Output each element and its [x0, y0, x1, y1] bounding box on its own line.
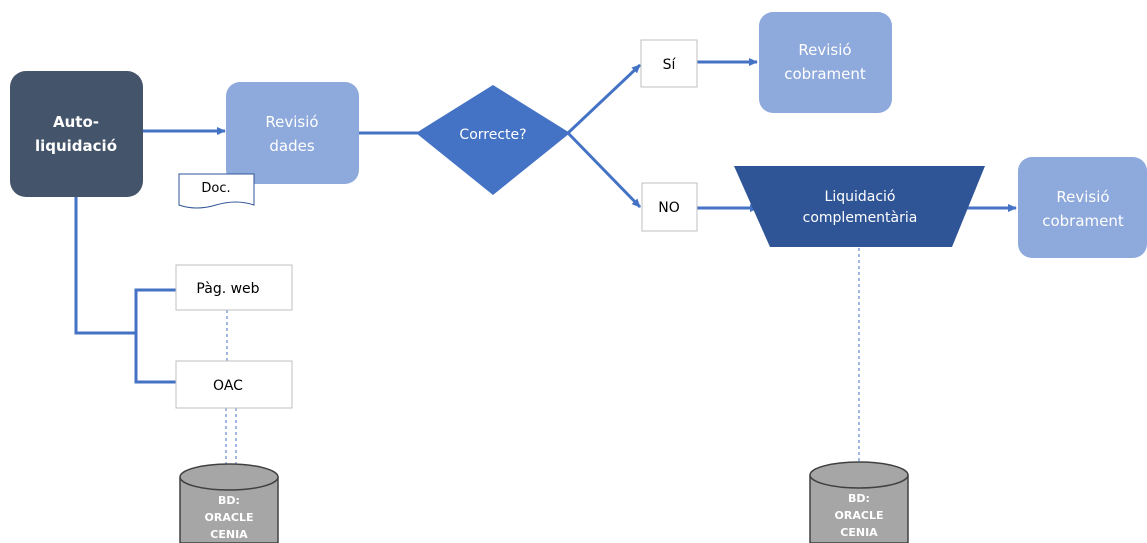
pag-web-label: Pàg. web	[196, 281, 259, 297]
connectors	[74, 58, 1017, 384]
bracket-channels	[134, 288, 176, 384]
db-left-label-3: CENIA	[210, 528, 248, 541]
liquidacio-complementaria-node: Liquidació complementària	[734, 166, 985, 247]
db-right-label-2: ORACLE	[835, 509, 884, 522]
revisio-cobrament-1-label-1: Revisió	[798, 41, 851, 59]
revisio-dades-label-1: Revisió	[265, 113, 318, 131]
db-right-label-3: CENIA	[840, 526, 878, 539]
autoliquidacio-node: Auto- liquidació	[10, 71, 143, 197]
autoliquidacio-label-1: Auto-	[53, 113, 99, 131]
doc-label: Doc.	[201, 181, 230, 196]
no-node: NO	[641, 182, 698, 232]
si-label: Sí	[663, 57, 677, 73]
liquidacio-label-1: Liquidació	[825, 189, 896, 205]
no-label: NO	[658, 200, 680, 216]
revisio-cobrament-1-label-2: cobrament	[784, 65, 866, 83]
si-node: Sí	[640, 39, 698, 88]
liquidacio-label-2: complementària	[803, 210, 918, 226]
revisio-dades-node: Revisió dades	[226, 82, 359, 184]
revisio-cobrament-2-label-2: cobrament	[1042, 212, 1124, 230]
dashed-connectors	[225, 248, 860, 468]
revisio-cobrament-2-label-1: Revisió	[1056, 188, 1109, 206]
pag-web-node: Pàg. web	[175, 264, 293, 311]
database-icon-left: BD: ORACLE CENIA	[179, 463, 279, 543]
db-right-label-1: BD:	[848, 492, 870, 505]
oac-node: OAC	[175, 360, 293, 409]
revisio-cobrament-node-2: Revisió cobrament	[1018, 157, 1147, 258]
revisio-dades-label-2: dades	[269, 137, 314, 155]
db-left-label-2: ORACLE	[205, 511, 254, 524]
autoliquidacio-label-2: liquidació	[35, 137, 117, 155]
oac-label: OAC	[213, 378, 243, 394]
decision-label: Correcte?	[459, 127, 526, 143]
line-auto-to-channels	[74, 197, 136, 335]
decision-node: Correcte?	[416, 85, 570, 195]
arrow-decision-to-no	[566, 131, 642, 209]
doc-node: Doc.	[178, 173, 255, 209]
database-icon-right: BD: ORACLE CENIA	[809, 461, 909, 543]
revisio-cobrament-node-1: Revisió cobrament	[759, 12, 892, 113]
db-left-label-1: BD:	[218, 494, 240, 507]
arrow-decision-to-si	[566, 63, 642, 135]
